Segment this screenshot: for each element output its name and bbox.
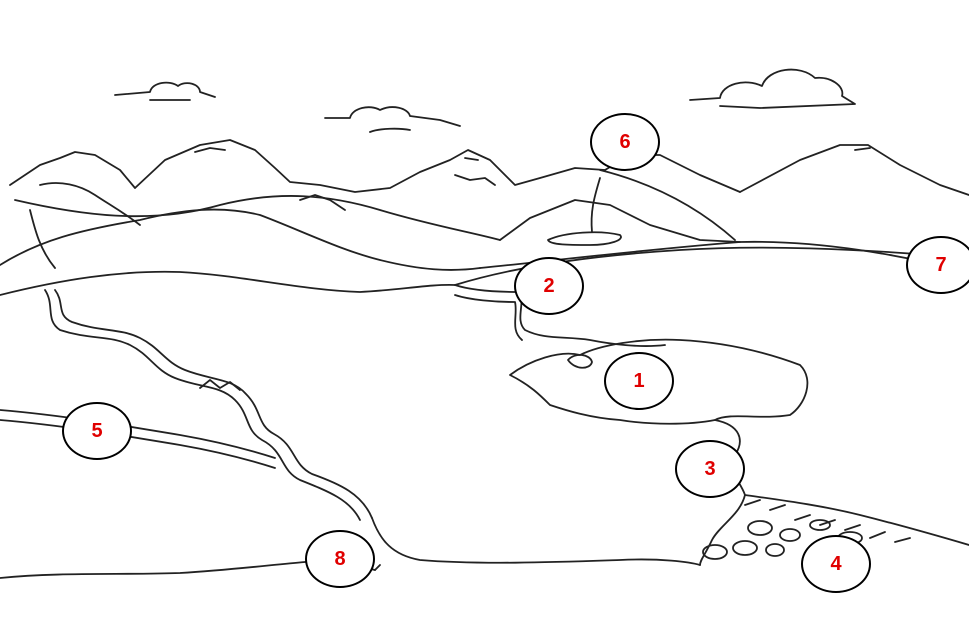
main-river <box>455 295 522 340</box>
marker-1: 1 <box>604 352 674 410</box>
mountain-stream <box>592 178 600 232</box>
marker-5: 5 <box>62 402 132 460</box>
main-river <box>372 518 700 565</box>
glacier-lake <box>548 232 621 245</box>
mountain-range <box>740 145 969 195</box>
oxbow-lake <box>568 355 592 368</box>
delta-island <box>733 541 757 555</box>
town <box>200 380 240 390</box>
delta-marsh <box>745 495 969 545</box>
marker-8: 8 <box>305 530 375 588</box>
marker-2: 2 <box>514 257 584 315</box>
plain-edge <box>0 272 455 295</box>
coastline <box>375 565 380 570</box>
delta-island <box>748 521 772 535</box>
cloud <box>325 107 460 132</box>
delta-island <box>766 544 784 556</box>
mountain-ridge <box>15 196 500 240</box>
delta-island <box>780 529 800 541</box>
marker-7: 7 <box>906 236 969 294</box>
tributary-river <box>0 410 275 458</box>
mountain-stream <box>40 183 140 225</box>
marker-6: 6 <box>590 113 660 171</box>
marker-4: 4 <box>801 535 871 593</box>
marker-3: 3 <box>675 440 745 498</box>
cloud <box>690 70 855 108</box>
peak-marks <box>455 175 495 185</box>
peak-marks <box>300 195 345 210</box>
cloud <box>115 83 215 100</box>
hill-line <box>30 210 55 268</box>
peak-marks <box>195 148 870 160</box>
